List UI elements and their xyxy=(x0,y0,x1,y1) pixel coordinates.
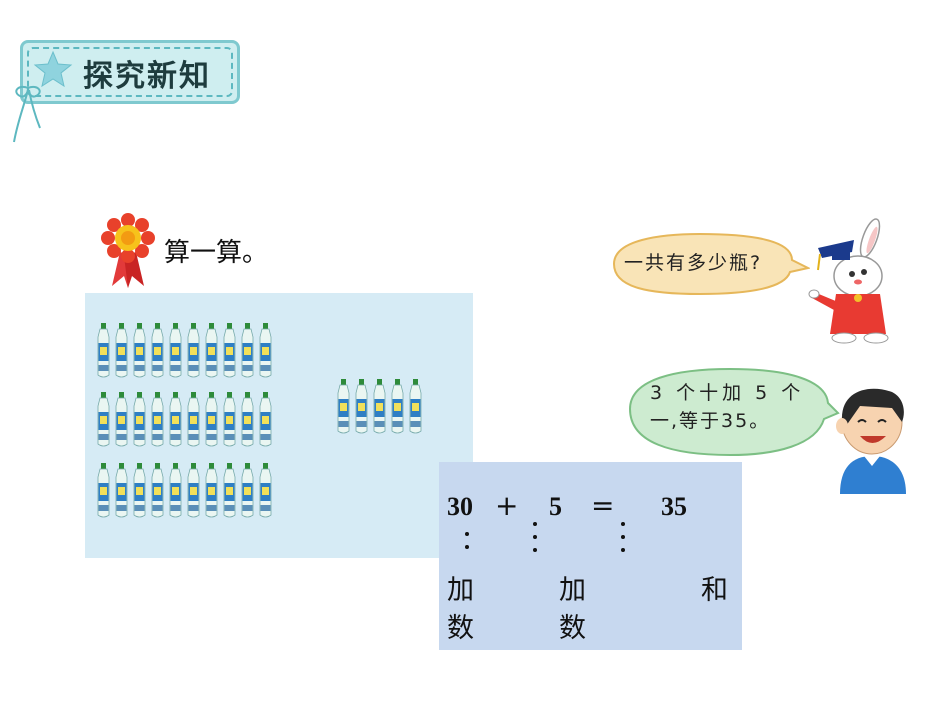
bottle-icon xyxy=(95,392,112,448)
boy-answer-line1: 3 个十加 5 个 xyxy=(650,382,805,404)
equation-panel: 30 + 5 = 35 加 数 加 数 和 xyxy=(439,462,742,650)
bottle-icon xyxy=(149,323,166,379)
addend1-label: 加 数 xyxy=(447,575,474,644)
task-label: 算一算。 xyxy=(164,238,269,268)
bottle-icon xyxy=(221,463,238,519)
addend1-pointer-dots xyxy=(465,532,471,558)
bottle-icon xyxy=(95,463,112,519)
bottle-icon xyxy=(113,323,130,379)
bottle-icon xyxy=(389,379,406,435)
flower-badge-icon xyxy=(101,213,155,288)
bottle-icon xyxy=(185,323,202,379)
sum-label: 和 xyxy=(701,575,728,606)
bottle-icon xyxy=(149,392,166,448)
bottle-icon xyxy=(167,463,184,519)
bottle-icon xyxy=(203,463,220,519)
bottle-icon xyxy=(239,463,256,519)
addend1-number: 30 xyxy=(447,492,473,521)
ribbon-icon xyxy=(13,86,41,143)
boy-speech-bubble xyxy=(628,367,840,457)
boy-answer-line2: 一,等于35。 xyxy=(650,410,771,432)
rabbit-speech-bubble xyxy=(612,232,810,296)
plus-sign: + xyxy=(495,489,519,522)
bottle-icon xyxy=(239,392,256,448)
addend2-pointer-dots xyxy=(533,522,539,561)
bottle-icon xyxy=(167,392,184,448)
bottle-icon xyxy=(221,392,238,448)
bottle-icon xyxy=(221,323,238,379)
sum-pointer-dots xyxy=(621,522,627,561)
addend2-number: 5 xyxy=(549,492,562,521)
bottle-icon xyxy=(185,392,202,448)
bottle-icon xyxy=(353,379,370,435)
bottle-row-ones xyxy=(335,379,425,435)
rabbit-question-text: 一共有多少瓶? xyxy=(624,252,763,274)
bottle-icon xyxy=(113,463,130,519)
bottle-icon xyxy=(203,392,220,448)
sum-number: 35 xyxy=(661,492,687,521)
bottle-row-ten xyxy=(95,323,275,379)
bottle-icon xyxy=(185,463,202,519)
equals-sign: = xyxy=(591,489,615,522)
boy-illustration xyxy=(836,388,906,494)
bottle-icon xyxy=(149,463,166,519)
bottle-icon xyxy=(335,379,352,435)
bottle-icon xyxy=(167,323,184,379)
rabbit-teacher-illustration xyxy=(808,218,889,344)
bottle-icon xyxy=(113,392,130,448)
section-title: 探究新知 xyxy=(83,59,211,94)
section-title-badge: 探究新知 xyxy=(20,40,240,104)
bottle-icon xyxy=(203,323,220,379)
addend2-label: 加 数 xyxy=(559,575,586,644)
bottle-row-ten xyxy=(95,463,275,519)
bottle-icon xyxy=(257,392,274,448)
bottle-icon xyxy=(257,323,274,379)
star-icon xyxy=(33,50,73,88)
bottle-icon xyxy=(131,392,148,448)
bottle-icon xyxy=(239,323,256,379)
bottle-icon xyxy=(131,323,148,379)
bottle-illustration-panel xyxy=(85,293,473,558)
bottle-icon xyxy=(371,379,388,435)
bottle-icon xyxy=(95,323,112,379)
bottle-row-ten xyxy=(95,392,275,448)
bottle-icon xyxy=(131,463,148,519)
bottle-icon xyxy=(407,379,424,435)
bottle-icon xyxy=(257,463,274,519)
